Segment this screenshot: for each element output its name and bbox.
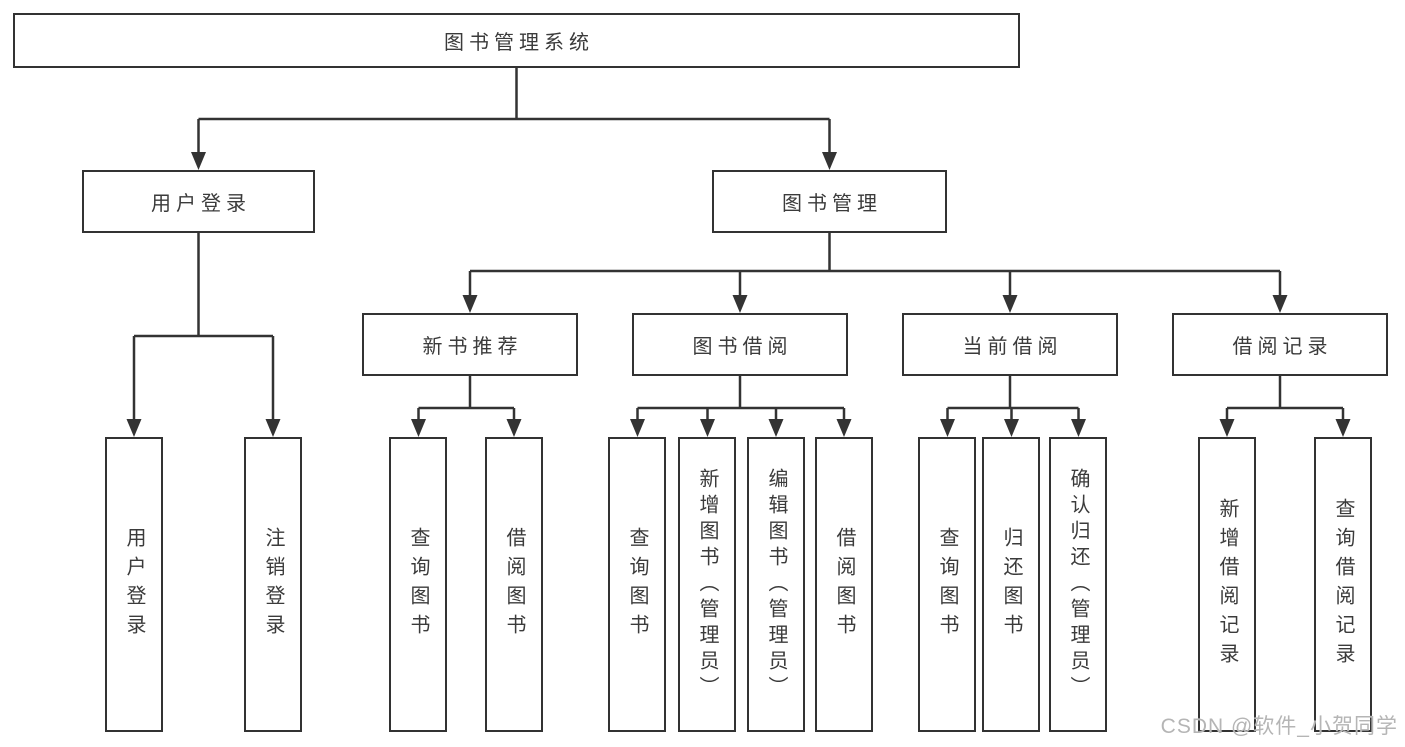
leaf-newbook-query-books: 查询图书 [389, 437, 447, 732]
leaf-current-query-books: 查询图书 [918, 437, 976, 732]
node-borrowing-records: 借阅记录 [1172, 313, 1388, 376]
node-book-management: 图书管理 [712, 170, 947, 233]
leaf-newbook-borrow-books: 借阅图书 [485, 437, 543, 732]
leaf-current-return-books: 归还图书 [982, 437, 1040, 732]
leaf-borrow-query-books: 查询图书 [608, 437, 666, 732]
leaf-records-query-record: 查询借阅记录 [1314, 437, 1372, 732]
node-user-login: 用户登录 [82, 170, 315, 233]
watermark: CSDN @软件_小贺同学 [1160, 715, 1398, 738]
leaf-logout: 注销登录 [244, 437, 302, 732]
node-book-borrowing: 图书借阅 [632, 313, 848, 376]
leaf-current-confirm-return-admin: 确认归还（管理员） [1049, 437, 1107, 732]
node-new-book-recommend: 新书推荐 [362, 313, 578, 376]
node-current-borrowing: 当前借阅 [902, 313, 1118, 376]
leaf-user-login: 用户登录 [105, 437, 163, 732]
leaf-borrow-borrow-books: 借阅图书 [815, 437, 873, 732]
leaf-borrow-add-books-admin: 新增图书（管理员） [678, 437, 736, 732]
node-library-system: 图书管理系统 [13, 13, 1020, 68]
leaf-borrow-edit-books-admin: 编辑图书（管理员） [747, 437, 805, 732]
leaf-records-add-record: 新增借阅记录 [1198, 437, 1256, 732]
